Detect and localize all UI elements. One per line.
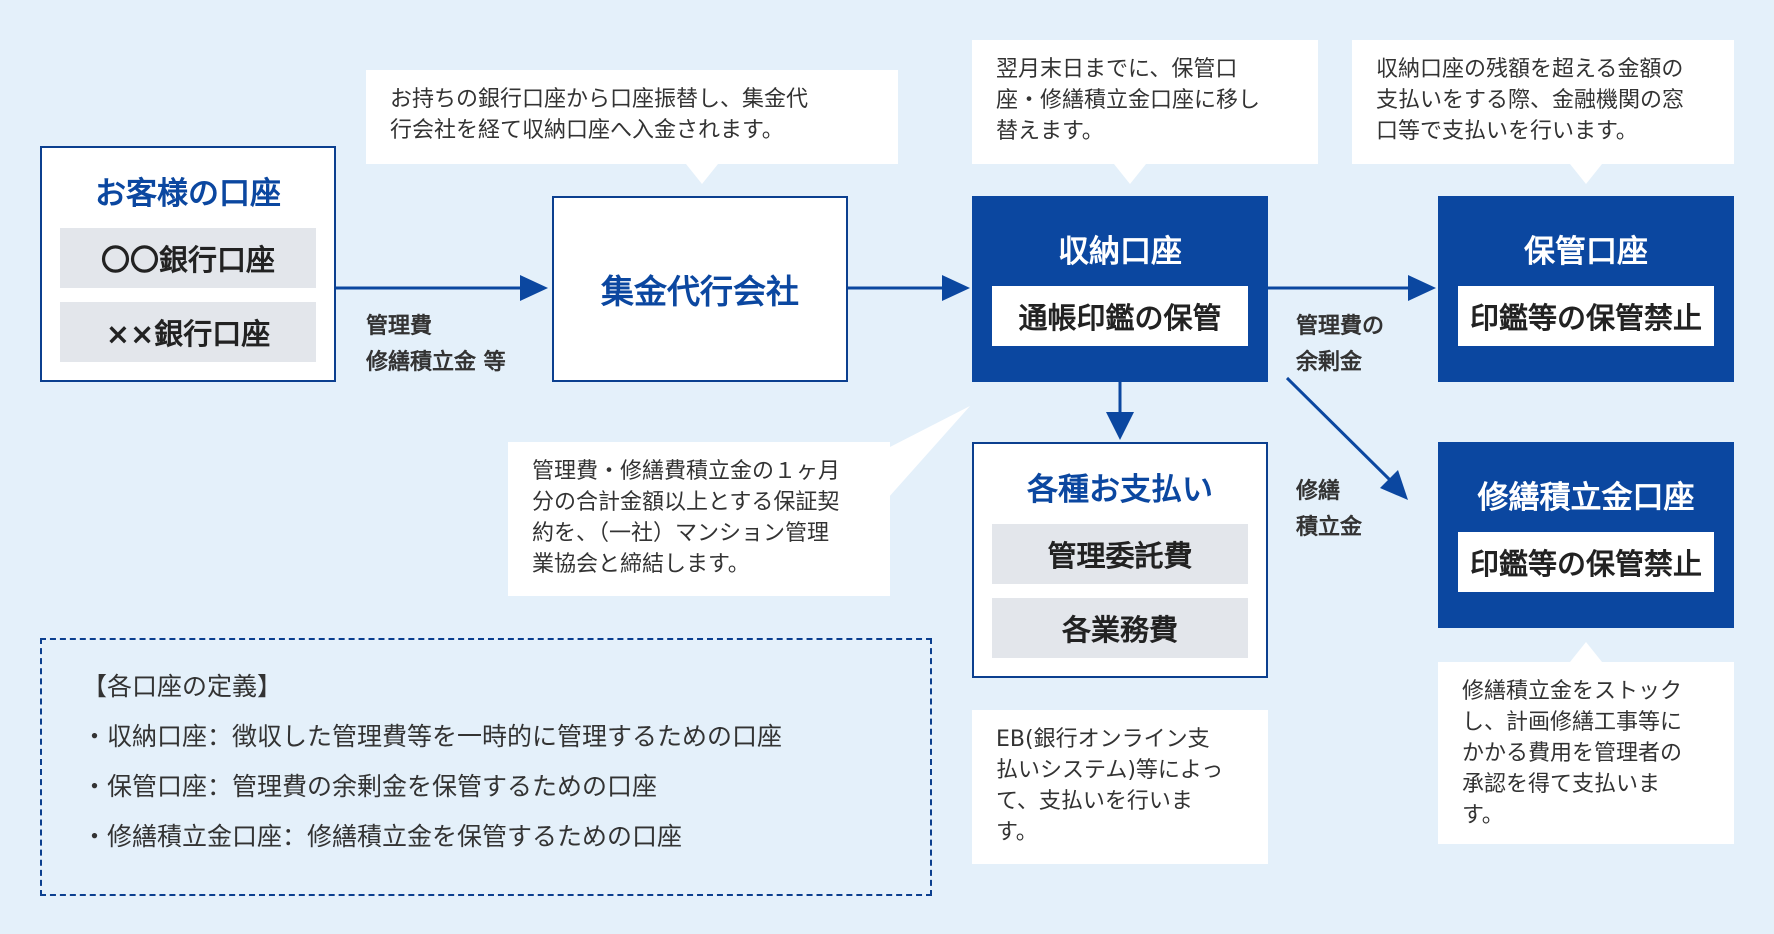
surplus-label-line-1: 管理費の bbox=[1296, 314, 1385, 339]
note-stock-line-2: し、計画修繕工事等に bbox=[1462, 710, 1683, 735]
arrow-receiving-to-repair bbox=[1285, 376, 1392, 482]
note-excess-line-2: 支払いをする際、金融機関の窓 bbox=[1376, 88, 1685, 113]
note-move: 翌月末日までに、保管口 座・修繕積立金口座に移し 替えます。 bbox=[972, 40, 1318, 164]
legend-heading: 【各口座の定義】 bbox=[82, 672, 283, 701]
receiving-account-box: 収納口座 通帳印鑑の保管 bbox=[972, 196, 1268, 382]
receiving-account-title: 収納口座 bbox=[1058, 234, 1182, 270]
customer-account-title: お客様の口座 bbox=[95, 176, 281, 212]
note-guarantee-line-1: 管理費・修繕費積立金の１ヶ月 bbox=[532, 459, 841, 484]
fees-label-line-1: 管理費 bbox=[366, 314, 433, 339]
fees-label-line-2: 修繕積立金 等 bbox=[366, 350, 506, 375]
pointer-move-note bbox=[1114, 164, 1146, 184]
arrowhead-customer-to-collector bbox=[520, 275, 548, 301]
payments-item-management-fee: 管理委託費 bbox=[992, 524, 1248, 584]
account-definitions-legend: 【各口座の定義】 ・収納口座：徴収した管理費等を一時的に管理するための口座 ・保… bbox=[40, 638, 932, 896]
note-stock: 修繕積立金をストック し、計画修繕工事等に かかる費用を管理者の 承認を得て支払… bbox=[1438, 662, 1734, 844]
arrowhead-receiving-to-payments bbox=[1106, 412, 1134, 440]
receiving-account-chip: 通帳印鑑の保管 bbox=[992, 286, 1248, 346]
customer-account-bank-2: ××銀行口座 bbox=[60, 302, 316, 362]
note-guarantee-line-4: 業協会と締結します。 bbox=[532, 552, 750, 577]
repair-reserve-account-chip: 印鑑等の保管禁止 bbox=[1458, 532, 1714, 592]
customer-account-bank-1: 〇〇銀行口座 bbox=[60, 228, 316, 288]
note-excess-line-1: 収納口座の残額を超える金額の bbox=[1376, 57, 1684, 82]
pointer-excess-note bbox=[1570, 164, 1602, 184]
arrowhead-receiving-to-storage bbox=[1408, 275, 1436, 301]
arrowhead-receiving-to-repair bbox=[1380, 470, 1408, 500]
legend-receiving-definition: ・収納口座：徴収した管理費等を一時的に管理するための口座 bbox=[82, 722, 783, 751]
pointer-transfer-note bbox=[686, 164, 718, 184]
note-eb-line-3: て、支払いを行いま bbox=[996, 789, 1193, 814]
pointer-stock-note bbox=[1570, 642, 1602, 662]
note-guarantee: 管理費・修繕費積立金の１ヶ月 分の合計金額以上とする保証契 約を、（一社）マンシ… bbox=[508, 442, 890, 596]
repair-edge-label: 修繕 積立金 bbox=[1296, 474, 1362, 546]
storage-account-box: 保管口座 印鑑等の保管禁止 bbox=[1438, 196, 1734, 382]
payments-title: 各種お支払い bbox=[1027, 472, 1213, 508]
collection-agent-title: 集金代行会社 bbox=[601, 272, 799, 311]
pointer-guarantee-note bbox=[888, 406, 970, 498]
note-stock-line-1: 修繕積立金をストック bbox=[1462, 679, 1683, 704]
arrowhead-collector-to-receiving bbox=[942, 275, 970, 301]
note-move-line-2: 座・修繕積立金口座に移し bbox=[996, 88, 1261, 113]
customer-account-box: お客様の口座 〇〇銀行口座 ××銀行口座 bbox=[40, 146, 336, 382]
payments-box: 各種お支払い 管理委託費 各業務費 bbox=[972, 442, 1268, 678]
note-transfer-line-2: 行会社を経て収納口座へ入金されます。 bbox=[390, 118, 784, 143]
note-excess-line-3: 口等で支払いを行います。 bbox=[1376, 119, 1638, 144]
note-eb: EB(銀行オンライン支 払いシステム)等によっ て、支払いを行いま す。 bbox=[972, 710, 1268, 864]
surplus-edge-label: 管理費の 余剰金 bbox=[1296, 309, 1384, 381]
note-excess: 収納口座の残額を超える金額の 支払いをする際、金融機関の窓 口等で支払いを行いま… bbox=[1352, 40, 1734, 164]
note-stock-line-4: 承認を得て支払いま bbox=[1462, 772, 1661, 797]
collection-agent-box: 集金代行会社 bbox=[552, 196, 848, 382]
note-guarantee-line-3: 約を、（一社）マンション管理 bbox=[532, 521, 830, 546]
note-move-line-3: 替えます。 bbox=[996, 119, 1104, 144]
note-move-line-1: 翌月末日までに、保管口 bbox=[996, 57, 1238, 82]
storage-account-chip: 印鑑等の保管禁止 bbox=[1458, 286, 1714, 346]
note-transfer: お持ちの銀行口座から口座振替し、集金代 行会社を経て収納口座へ入金されます。 bbox=[366, 70, 898, 164]
note-eb-line-2: 払いシステム)等によっ bbox=[996, 758, 1224, 783]
repair-label-line-1: 修繕 bbox=[1296, 479, 1341, 504]
legend-storage-definition: ・保管口座：管理費の余剰金を保管するための口座 bbox=[82, 772, 658, 801]
note-stock-line-5: す。 bbox=[1462, 803, 1504, 828]
repair-label-line-2: 積立金 bbox=[1296, 515, 1363, 540]
note-guarantee-line-2: 分の合計金額以上とする保証契 bbox=[532, 490, 840, 515]
surplus-label-line-2: 余剰金 bbox=[1296, 350, 1363, 375]
legend-repair-definition: ・修繕積立金口座：修繕積立金を保管するための口座 bbox=[82, 822, 683, 851]
note-eb-line-1: EB(銀行オンライン支 bbox=[996, 727, 1210, 752]
fees-edge-label: 管理費 修繕積立金 等 bbox=[366, 309, 506, 381]
payments-item-operations-fee: 各業務費 bbox=[992, 598, 1248, 658]
note-transfer-line-1: お持ちの銀行口座から口座振替し、集金代 bbox=[390, 87, 809, 112]
note-eb-line-4: す。 bbox=[996, 820, 1038, 845]
repair-reserve-account-title: 修繕積立金口座 bbox=[1477, 480, 1695, 516]
note-stock-line-3: かかる費用を管理者の bbox=[1462, 741, 1683, 766]
repair-reserve-account-box: 修繕積立金口座 印鑑等の保管禁止 bbox=[1438, 442, 1734, 628]
storage-account-title: 保管口座 bbox=[1524, 234, 1648, 270]
